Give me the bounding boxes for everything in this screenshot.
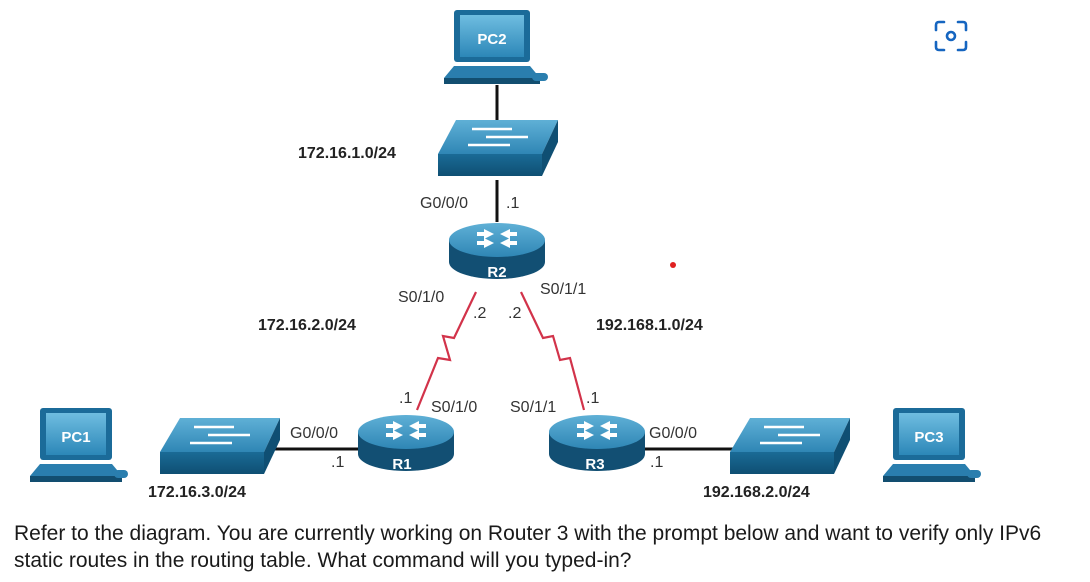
r3-label: R3 xyxy=(585,456,604,473)
red-marker-dot xyxy=(670,262,676,268)
pc1-label: PC1 xyxy=(61,429,90,446)
serial-link-r2-r1 xyxy=(415,291,477,411)
switch-left[interactable] xyxy=(160,418,280,474)
r1-s010-address: .1 xyxy=(399,390,412,407)
router-r2[interactable]: R2 xyxy=(449,223,545,281)
r2-g000-label: G0/0/0 xyxy=(420,195,468,212)
r2-g000-address: .1 xyxy=(506,195,519,212)
network-label-r1-r2: 172.16.2.0/24 xyxy=(258,317,356,334)
question-text: Refer to the diagram. You are currently … xyxy=(14,522,1042,572)
r1-g000-address: .1 xyxy=(331,454,344,471)
r3-g000-label: G0/0/0 xyxy=(649,425,697,442)
scan-icon[interactable] xyxy=(931,18,971,54)
switch-right[interactable] xyxy=(730,418,850,474)
r1-g000-label: G0/0/0 xyxy=(290,425,338,442)
pc3-label: PC3 xyxy=(914,429,943,446)
pc2-computer[interactable]: PC2 xyxy=(444,10,548,84)
r2-s010-label: S0/1/0 xyxy=(398,289,444,306)
r1-label: R1 xyxy=(392,456,411,473)
r3-g000-address: .1 xyxy=(650,454,663,471)
ethernet-links xyxy=(270,85,735,451)
pc2-label: PC2 xyxy=(477,31,506,48)
r2-s010-address: .2 xyxy=(473,305,486,322)
r2-s011-label: S0/1/1 xyxy=(540,281,586,298)
network-label-top: 172.16.1.0/24 xyxy=(298,145,396,162)
network-label-r2-r3: 192.168.1.0/24 xyxy=(596,317,703,334)
switch-top[interactable] xyxy=(438,120,558,176)
r2-s011-address: .2 xyxy=(508,305,521,322)
r3-s011-label: S0/1/1 xyxy=(510,399,556,416)
router-r3[interactable]: R3 xyxy=(549,415,645,473)
network-label-left: 172.16.3.0/24 xyxy=(148,484,246,501)
router-r1[interactable]: R1 xyxy=(358,415,454,473)
network-label-right: 192.168.2.0/24 xyxy=(703,484,810,501)
serial-links xyxy=(415,291,586,411)
r1-s010-label: S0/1/0 xyxy=(431,399,477,416)
pc1-computer[interactable]: PC1 xyxy=(30,408,128,482)
r2-label: R2 xyxy=(487,264,506,281)
pc3-computer[interactable]: PC3 xyxy=(883,408,981,482)
r3-s011-address: .1 xyxy=(586,390,599,407)
serial-link-r2-r3 xyxy=(520,291,586,411)
